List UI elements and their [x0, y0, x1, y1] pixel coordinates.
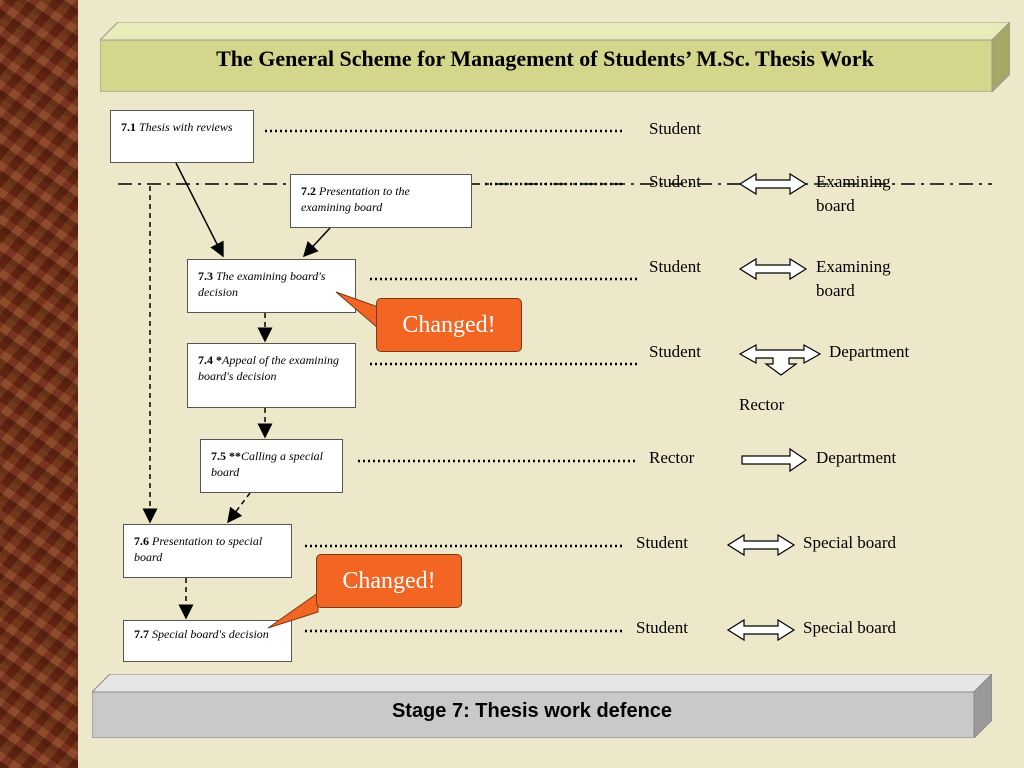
role-r2-right: Examining board — [816, 172, 891, 215]
role-r5-right: Department — [816, 448, 897, 467]
role-r4-left: Student — [649, 342, 701, 361]
role-r4-right: Department — [829, 342, 910, 361]
step-7-5-box: 7.5 **Calling a special board — [200, 439, 343, 493]
role-r7-left: Student — [636, 618, 688, 637]
decorative-sidebar — [0, 0, 78, 768]
step-7-6-box: 7.6 Presentation to special board — [123, 524, 292, 578]
step-7-3-box: 7.3 The examining board's decision — [187, 259, 356, 313]
role-r6-right: Special board — [803, 533, 896, 552]
step-7-7-box: 7.7 Special board's decision — [123, 620, 292, 662]
role-r3-left: Student — [649, 257, 701, 276]
role-r4-below: Rector — [739, 395, 785, 414]
role-r2-left: Student — [649, 172, 701, 191]
role-r7-right: Special board — [803, 618, 896, 637]
step-7-2-box: 7.2 Presentation to the examining board — [290, 174, 472, 228]
changed-callout-1: Changed! — [376, 298, 522, 352]
header-banner — [100, 22, 1010, 92]
role-r1-left: Student — [649, 119, 701, 138]
role-r6-left: Student — [636, 533, 688, 552]
step-7-4-box: 7.4 *Appeal of the examining board's dec… — [187, 343, 356, 408]
role-r3-right: Examining board — [816, 257, 891, 300]
step-7-1-box: 7.1 Thesis with reviews — [110, 110, 254, 163]
role-r5-left: Rector — [649, 448, 695, 467]
changed-callout-2: Changed! — [316, 554, 462, 608]
page-title: The General Scheme for Management of Stu… — [216, 46, 874, 71]
stage-title: Stage 7: Thesis work defence — [391, 700, 673, 722]
footer-banner — [92, 674, 992, 738]
